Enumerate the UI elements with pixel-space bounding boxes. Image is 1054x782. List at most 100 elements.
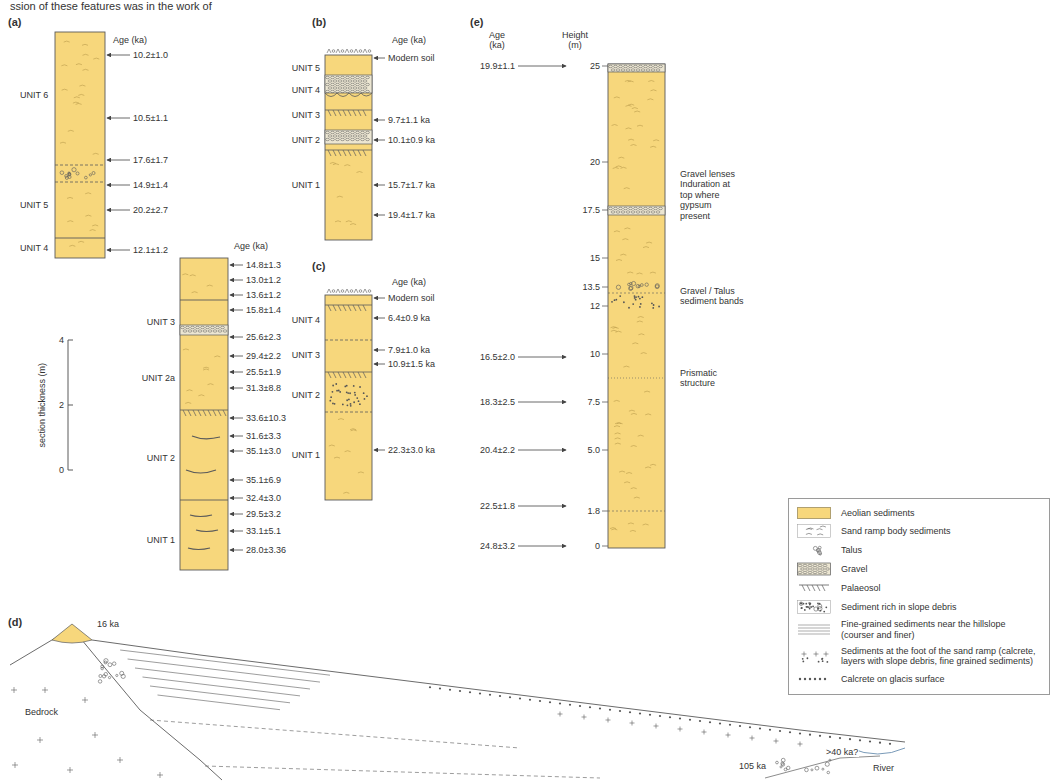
sand-texture [185, 402, 191, 403]
age-arrow [107, 118, 130, 119]
debris-dot [809, 608, 811, 610]
talus-clast [818, 551, 822, 555]
plus-mark [70, 767, 71, 773]
debris-dot [353, 401, 355, 403]
calcrete-dot [809, 678, 811, 680]
gravel-clast [326, 76, 330, 78]
sand-texture [64, 41, 70, 42]
gravel-clast [631, 69, 635, 71]
talus-clast [68, 173, 71, 176]
talus-clast [65, 175, 68, 178]
talus-clast [805, 768, 809, 772]
sand-texture [614, 97, 620, 98]
age-arrow [230, 337, 243, 338]
sand-texture [623, 366, 629, 367]
gravel-band [180, 325, 228, 335]
gravel-band [325, 130, 372, 144]
gravel-clast [336, 90, 340, 92]
gravel-clast [181, 326, 185, 328]
sand-texture [820, 526, 826, 527]
unit-label: UNIT 6 [20, 90, 48, 100]
gravel-clast [366, 138, 370, 140]
palaeosol-tick [353, 372, 356, 378]
age-label: Modern soil [388, 293, 435, 303]
palaeosol-tick [198, 410, 201, 416]
soil-symbol [341, 50, 344, 53]
age-arrow [374, 318, 385, 319]
sand-texture [643, 247, 649, 248]
gravel-clast [826, 568, 830, 570]
talus-clast [68, 173, 71, 176]
gravel-clast [346, 138, 350, 140]
sand-ramp [92, 640, 905, 780]
bedding-line [196, 530, 218, 532]
sand-texture [183, 349, 189, 350]
calcrete-dot [809, 734, 811, 736]
calcrete-dot [759, 727, 761, 729]
gravel-clast [331, 138, 335, 140]
caption-fragment: ssion of these features was in the work … [10, 0, 212, 12]
gravel-clast [336, 83, 340, 85]
gravel-clast [346, 83, 350, 85]
plus-mark [632, 721, 633, 726]
sand-texture [192, 292, 198, 293]
talus-clast [636, 284, 639, 287]
height-label: 7.5 [587, 397, 600, 407]
sand-texture [207, 285, 213, 286]
unit-boundary [180, 300, 228, 301]
gravel-clast [198, 330, 202, 332]
palaeosol-tick [363, 110, 366, 116]
soil-symbol [345, 289, 349, 293]
calcrete-dot [819, 678, 821, 680]
scale-tick [68, 470, 73, 471]
talus-clast [632, 281, 636, 285]
age-arrow [374, 298, 385, 299]
gravel-clast [363, 87, 367, 89]
age-label: 28.0±3.36 [246, 545, 286, 555]
talus-clast [92, 172, 95, 175]
sand-texture [343, 492, 349, 493]
gravel-clast [639, 207, 643, 209]
sand-texture [628, 81, 634, 82]
unit-label: UNIT 2a [142, 373, 175, 383]
calcrete-dot [859, 739, 861, 741]
debris-dot [817, 603, 819, 605]
sand-texture [616, 260, 622, 261]
gravel-clast [811, 568, 815, 570]
debris-dot [342, 404, 344, 406]
gravel-clast [341, 131, 345, 133]
sand-texture [632, 343, 638, 344]
talus-clast [819, 553, 821, 555]
gravel-clast [621, 69, 625, 71]
gravel-clast [331, 83, 335, 85]
gravel-clast [201, 326, 205, 328]
scale-number: 0 [59, 465, 64, 475]
debris-dot [802, 658, 804, 660]
plus-mark [816, 652, 817, 657]
panel-letter: (e) [470, 16, 483, 29]
palaeosol-tick [333, 110, 336, 116]
soil-symbol [363, 49, 367, 53]
palaeosol-tick [208, 410, 211, 416]
gravel-clast [644, 207, 648, 209]
age-label: >40 ka? [825, 747, 859, 757]
age-arrow [107, 185, 130, 186]
sand-texture [69, 245, 75, 246]
sand-texture [638, 435, 644, 436]
unit-label: UNIT 1 [292, 180, 320, 190]
debris-dot [800, 602, 802, 604]
calcrete-dot [429, 686, 431, 688]
age-arrow [230, 388, 243, 389]
palaeosol-tick [358, 372, 361, 378]
legend-text: Gravel [841, 564, 868, 575]
palaeosol-tick [348, 110, 351, 116]
debris-dot [354, 394, 356, 396]
fine-grained-line [143, 677, 301, 696]
gravel-clast [341, 90, 345, 92]
palaeosol-tick [358, 150, 361, 156]
sand-texture [622, 239, 628, 240]
age-label: 14.8±1.3 [246, 260, 281, 270]
sand-texture [637, 125, 643, 126]
legend-text: Aeolian sediments [841, 508, 915, 519]
legend-swatch [797, 581, 831, 595]
